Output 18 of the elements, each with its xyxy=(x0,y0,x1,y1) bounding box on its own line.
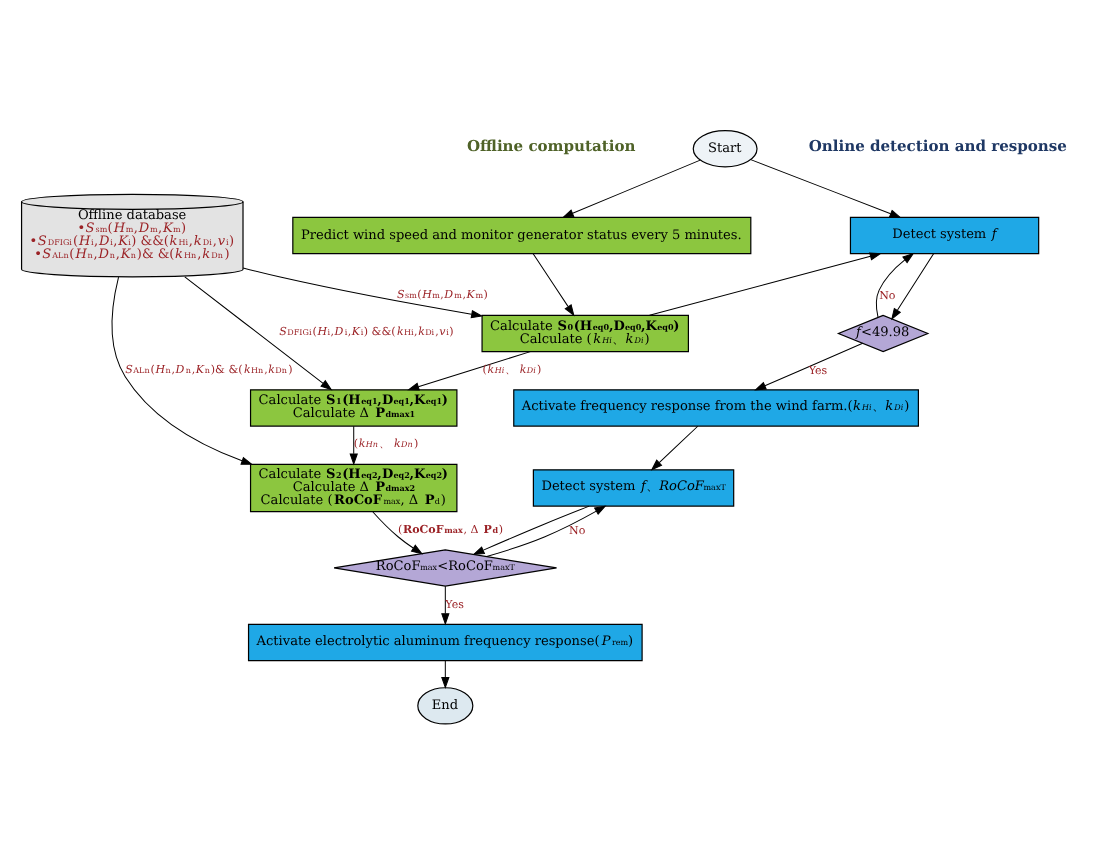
arrow xyxy=(349,424,358,465)
arrow xyxy=(111,275,254,464)
arrow xyxy=(472,504,590,554)
arrow xyxy=(372,510,424,554)
arrow xyxy=(441,584,450,625)
arrow xyxy=(650,424,699,470)
arrow xyxy=(184,275,333,390)
arrow xyxy=(750,158,902,217)
arrow xyxy=(242,266,484,318)
arrow xyxy=(754,341,864,390)
arrow xyxy=(875,251,915,317)
arrow xyxy=(532,252,575,316)
arrow xyxy=(561,158,701,217)
arrow xyxy=(486,504,607,556)
arrow xyxy=(441,659,450,689)
arrow xyxy=(407,350,531,390)
arrow xyxy=(891,252,935,320)
arrow xyxy=(649,251,882,315)
